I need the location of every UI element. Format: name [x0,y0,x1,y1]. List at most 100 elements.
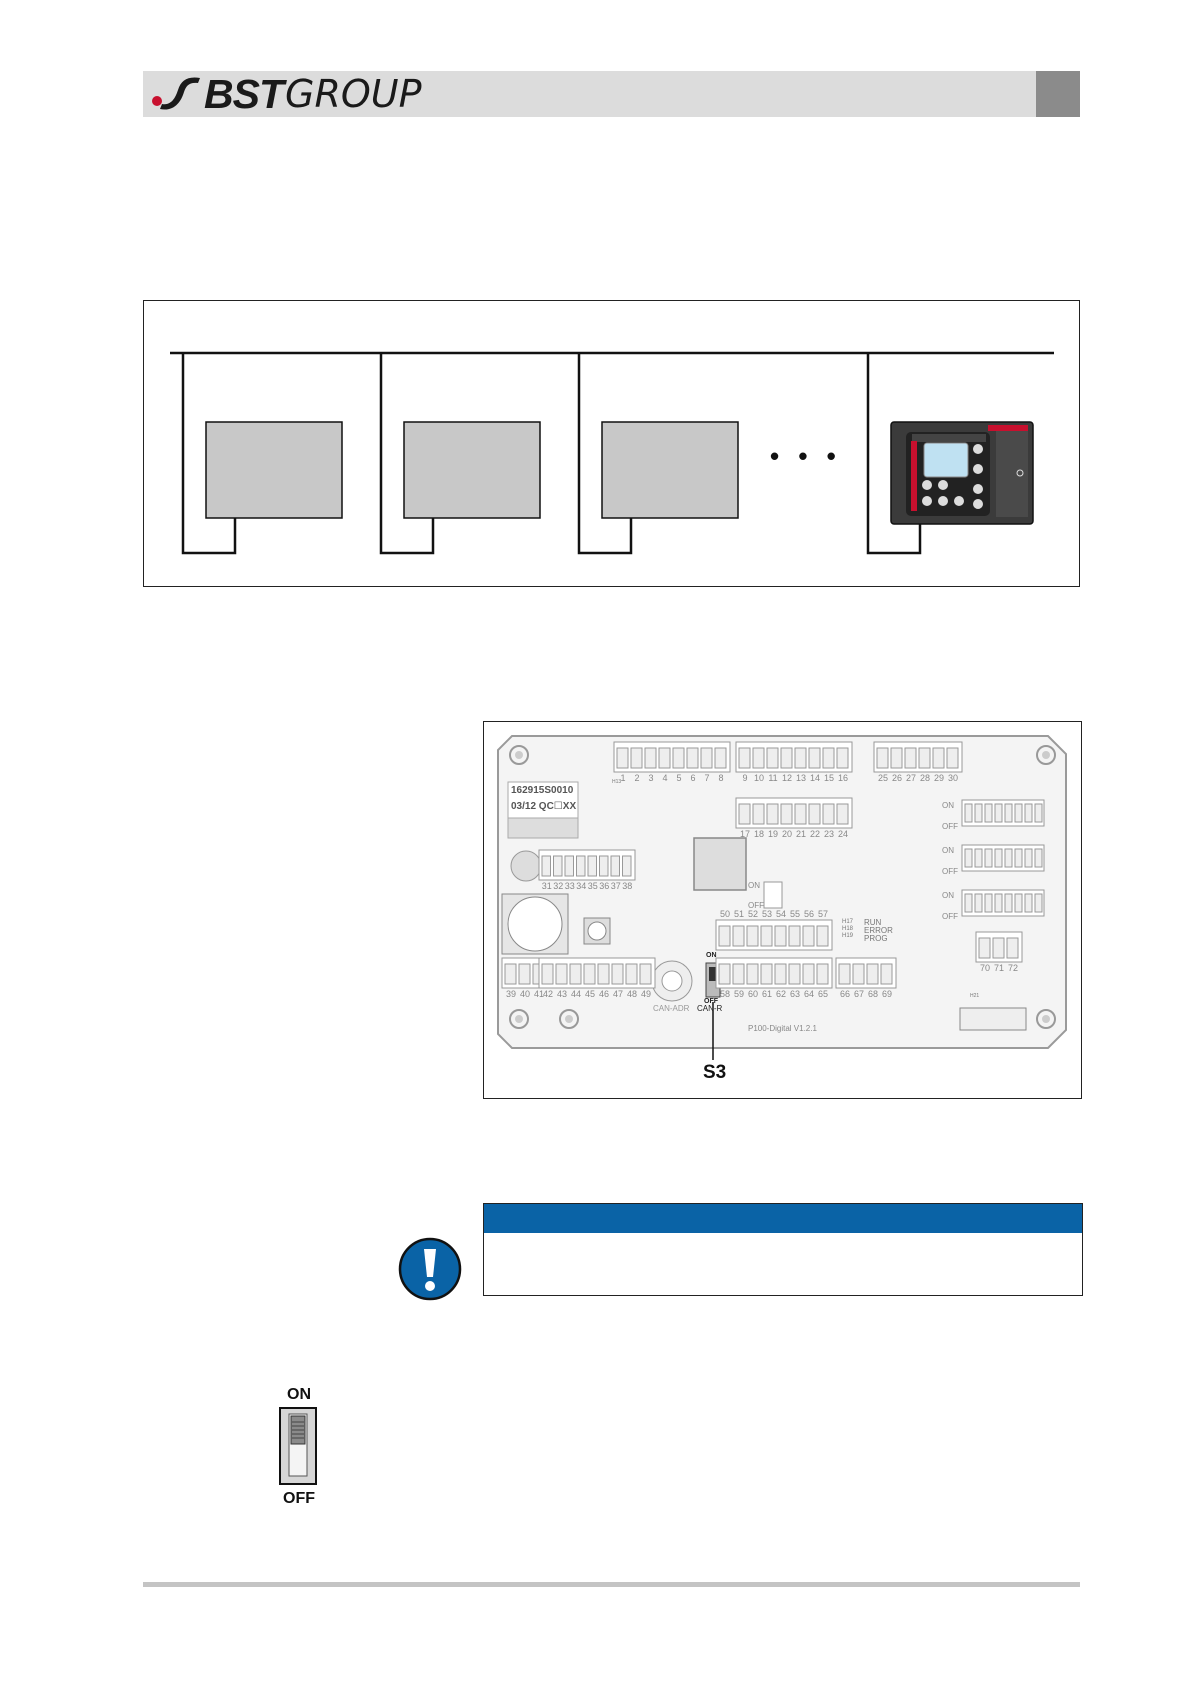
terminal-number: 68 [868,989,878,999]
dip1-off-label: OFF [942,822,958,831]
network-node-1 [181,353,343,555]
dip-lever [1004,803,1013,823]
terminal-number: 5 [676,773,681,783]
terminal-slot [876,747,889,769]
terminal-slot [553,855,563,877]
terminal-number: 18 [754,829,764,839]
terminal-slot [732,963,745,985]
led-prog-label: PROG [864,934,888,943]
terminal-number: 69 [882,989,892,999]
dip-lever [994,848,1003,868]
led-h13-label: H13 [612,779,622,785]
terminal-number: 53 [762,909,772,919]
terminal-number: 36 [599,881,609,891]
terminal-number: 65 [818,989,828,999]
dip-lever [984,893,993,913]
dip-bank-4 [763,881,783,909]
terminal-slot [866,963,879,985]
footer-rule [143,1582,1080,1587]
logo-text-group: GROUP [285,72,422,116]
terminal-slot [630,747,643,769]
terminal-slot [541,855,551,877]
terminal-number: 61 [762,989,772,999]
s3-on-label: ON [706,952,717,959]
terminal-number: 43 [557,989,567,999]
terminal-slot [774,963,787,985]
terminal-number: 20 [782,829,792,839]
terminal-number: 16 [838,773,848,783]
dip-lever [994,803,1003,823]
terminal-slot [639,963,652,985]
terminal-slot [932,747,945,769]
dip-lever [964,893,973,913]
terminal-slot [738,803,751,825]
terminal-number: 27 [906,773,916,783]
network-node-2 [379,353,541,555]
network-node-3 [577,353,739,555]
terminal-number: 10 [754,773,764,783]
terminal-number: 51 [734,909,744,919]
led-h17-label: H17 [842,919,854,925]
terminal-slot [611,963,624,985]
dip3-on-label: ON [942,891,954,900]
terminal-slot [555,963,568,985]
led-error-label: ERROR [864,926,893,935]
switch-detail-figure: ON OFF [274,1386,324,1511]
terminal-slot [732,925,745,947]
terminal-number: 15 [824,773,834,783]
terminal-slot [816,963,829,985]
dip-lever [1004,893,1013,913]
terminal-number: 28 [920,773,930,783]
terminal-slot [587,855,597,877]
terminal-number: 37 [611,881,621,891]
board-sticker-line2: 03/12 QC☐XX [511,801,577,812]
terminal-number: 40 [520,989,530,999]
terminal-slot [569,963,582,985]
s3-off-label: OFF [704,998,718,1005]
terminal-number: 32 [553,881,563,891]
terminal-number: 64 [804,989,814,999]
dip-lever [1034,803,1043,823]
terminal-slot [978,937,991,959]
terminal-slot [752,747,765,769]
terminal-slot [518,963,531,985]
dip3-off-label: OFF [942,912,958,921]
led-h19-label: H19 [842,933,854,939]
terminal-number: 25 [878,773,888,783]
terminal-slot [774,925,787,947]
terminal-slot [658,747,671,769]
header-bar [143,71,1080,117]
dip-lever [1014,803,1023,823]
terminal-slot [836,747,849,769]
terminal-slot [1006,937,1019,959]
terminal-number: 3 [648,773,653,783]
can-r-label: CAN-R [697,1004,723,1013]
terminal-slot [718,925,731,947]
terminal-number: 7 [704,773,709,783]
terminal-number: 49 [641,989,651,999]
terminal-number: 71 [994,963,1004,973]
terminal-slot [822,747,835,769]
terminal-number: 48 [627,989,637,999]
bst-swoosh-icon [152,77,200,110]
terminal-slot [672,747,685,769]
dip1-on-label: ON [942,801,954,810]
terminal-number: 35 [588,881,598,891]
terminal-slot [564,855,574,877]
terminal-number: 45 [585,989,595,999]
board-sticker-line1: 162915S0010 [511,785,574,796]
terminal-number: 46 [599,989,609,999]
terminal-slot [838,963,851,985]
terminal-slot [625,963,638,985]
dip2-on-label: ON [942,846,954,855]
terminal-slot [904,747,917,769]
terminal-number: 2 [634,773,639,783]
slide-switch-icon [279,1407,317,1485]
dip-lever [964,803,973,823]
terminal-slot [788,925,801,947]
terminal-number: 13 [796,773,806,783]
terminal-slot [836,803,849,825]
bst-group-logo: BST GROUP [148,71,422,117]
terminal-number: 4 [662,773,667,783]
terminal-number: 60 [748,989,758,999]
